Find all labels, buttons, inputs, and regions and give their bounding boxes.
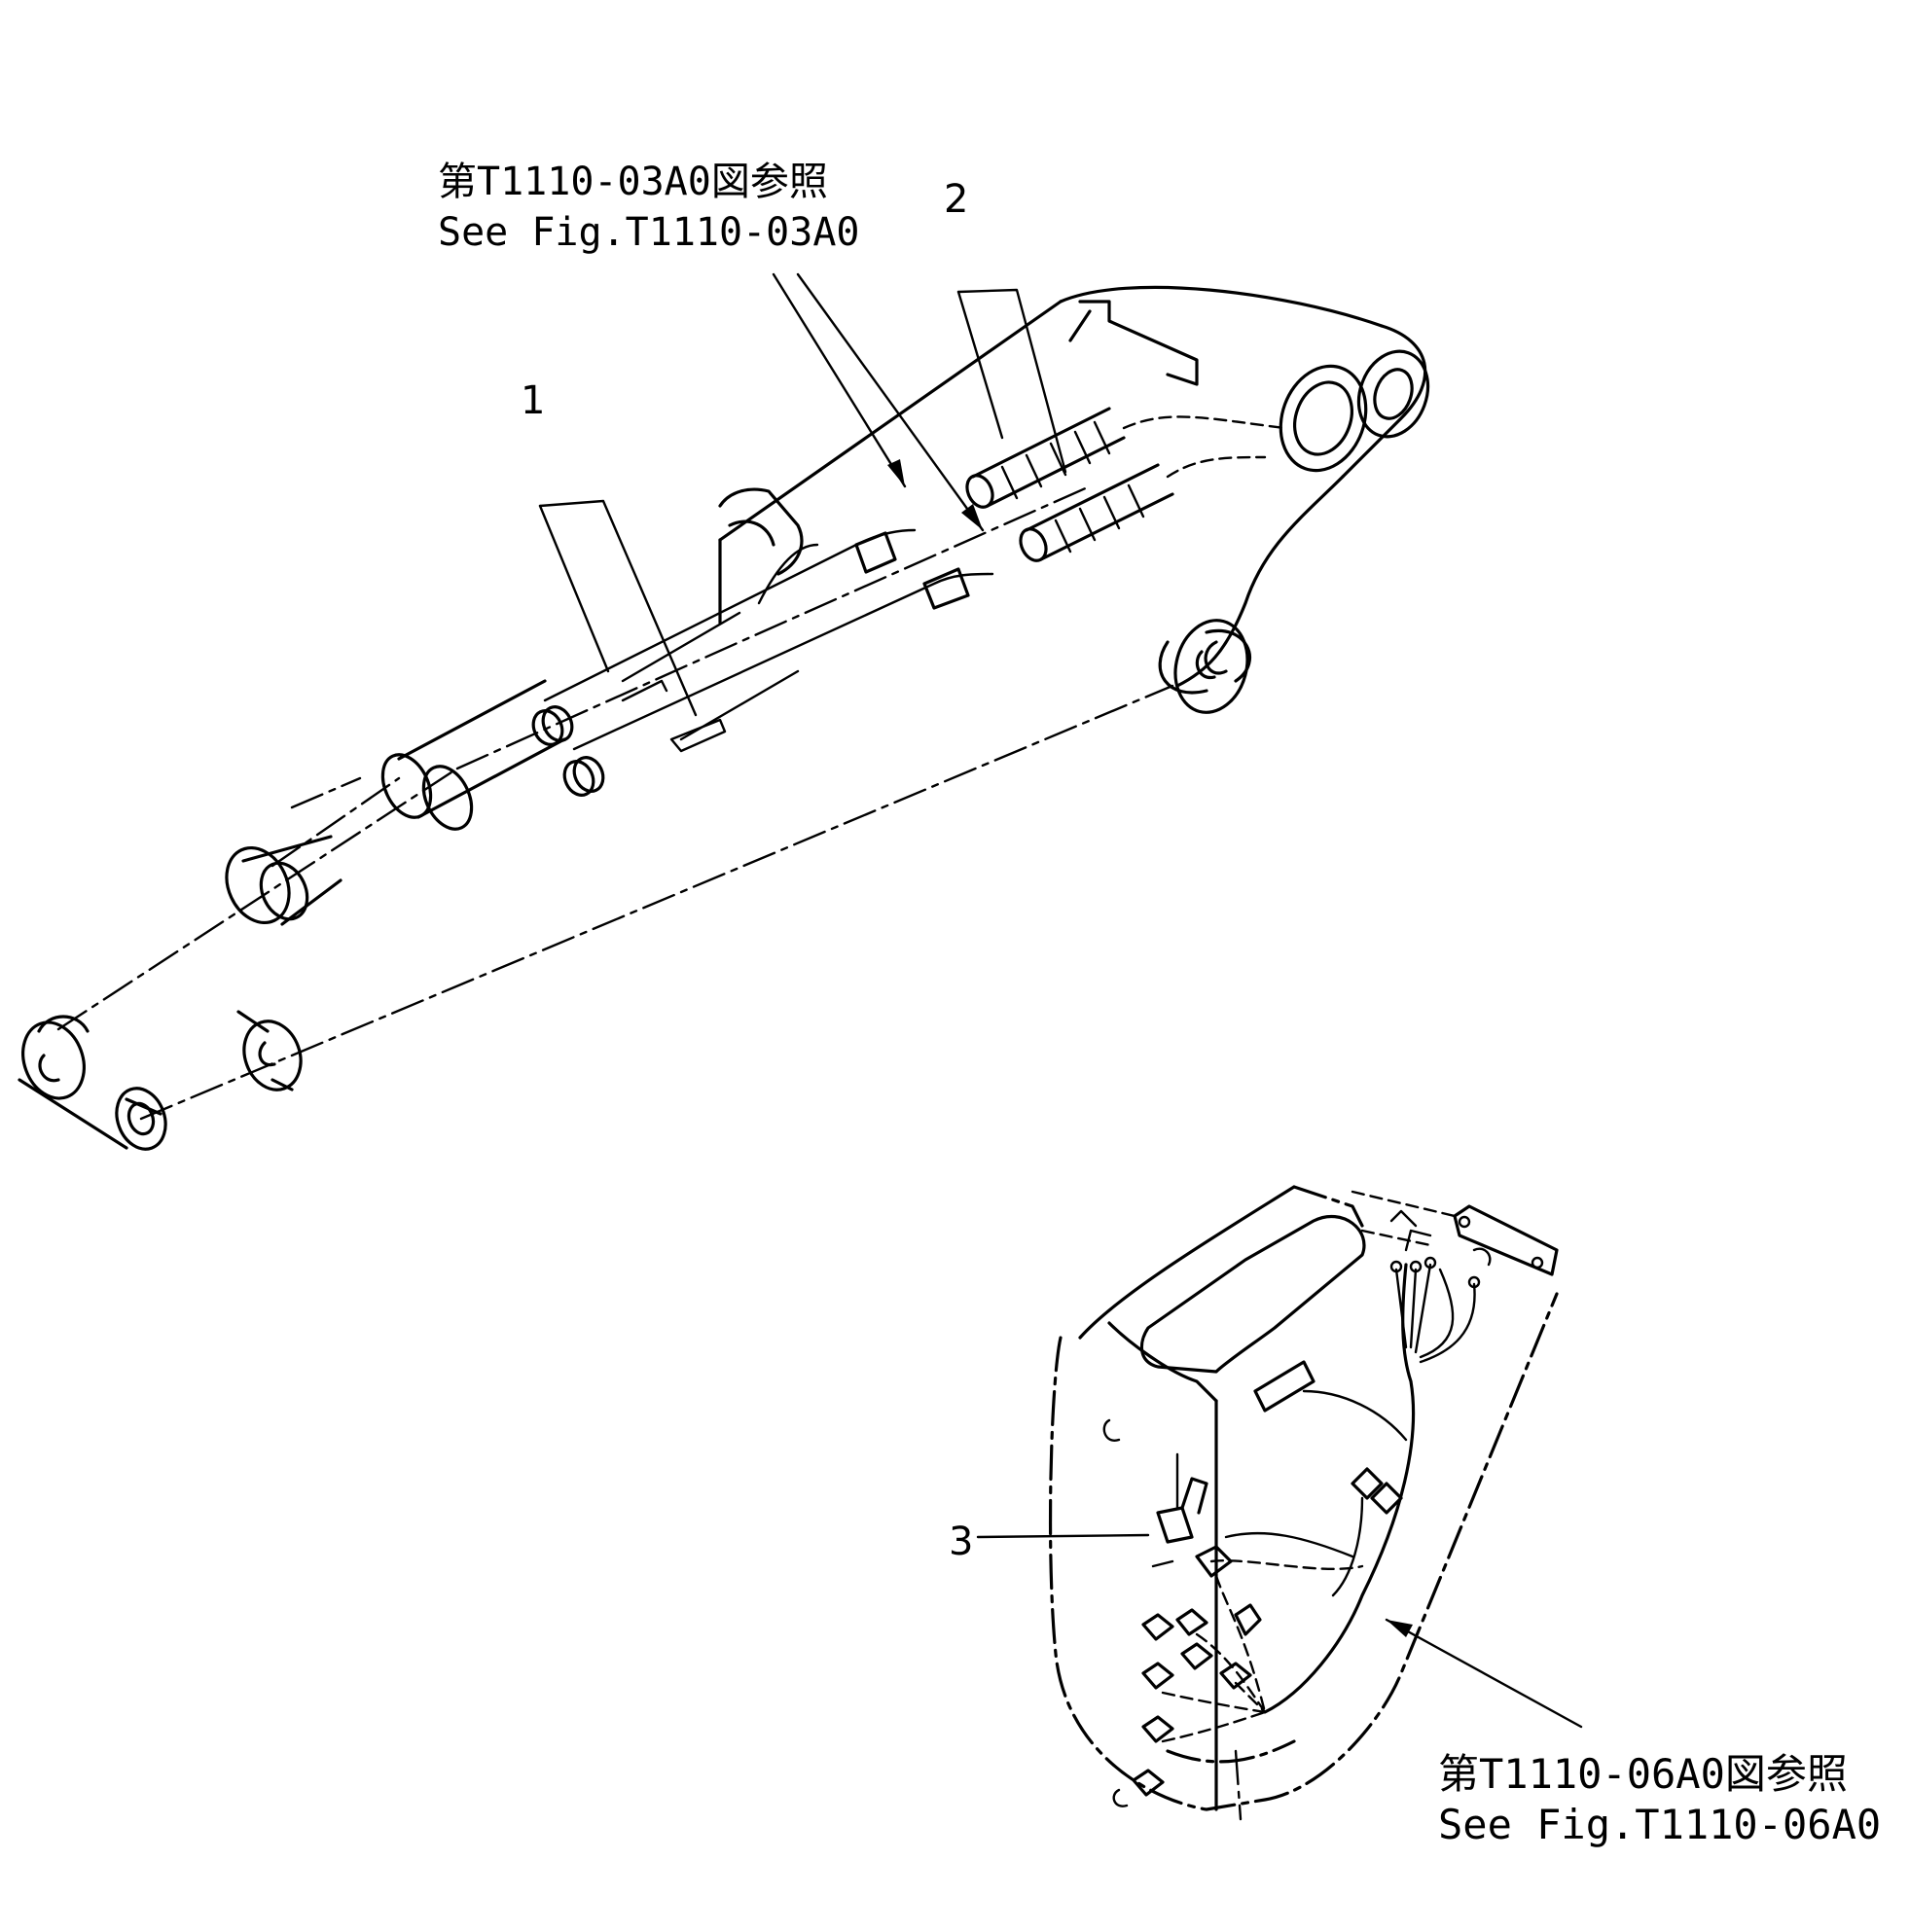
leader-item-2: [956, 288, 1067, 474]
leader-item-3: [976, 1533, 1150, 1539]
reference-top-jp: 第T1110-03A0図参照: [438, 160, 828, 204]
callout-item-1: 1: [521, 378, 545, 423]
callout-item-3: 3: [949, 1520, 973, 1564]
reference-arrows-top: [772, 272, 985, 532]
boom-arm-drawing-icon: [18, 285, 1430, 1151]
reference-top-en: See Fig.T1110-03A0: [438, 210, 859, 255]
reference-bottom-en: See Fig.T1110-06A0: [1438, 1801, 1881, 1848]
leader-item-1: [538, 499, 698, 717]
reference-bottom-jp: 第T1110-06A0図参照: [1438, 1750, 1848, 1798]
callout-item-2: 2: [944, 177, 968, 222]
operator-cab-drawing-icon: [1048, 1185, 1559, 1821]
reference-arrow-bottom: [1385, 1618, 1583, 1729]
